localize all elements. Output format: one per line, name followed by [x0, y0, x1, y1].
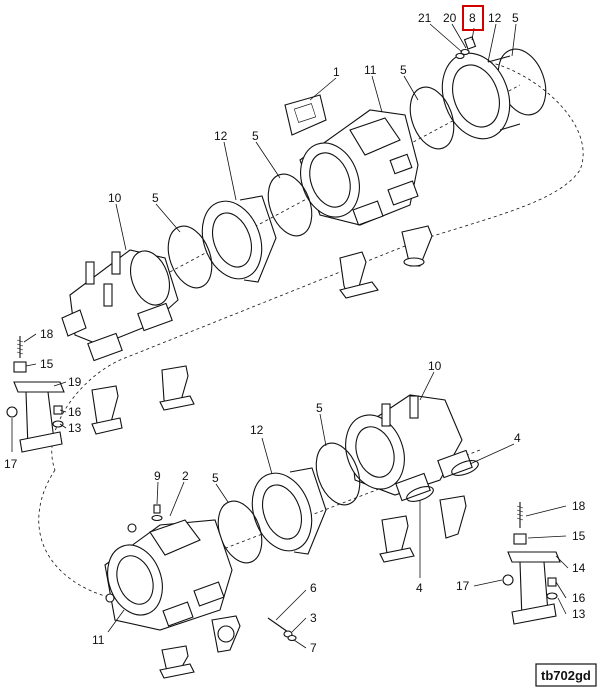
- callout-12-top: 12: [488, 11, 502, 25]
- callout-19: 19: [68, 375, 82, 389]
- callout-6: 6: [310, 581, 317, 595]
- callout-1: 1: [333, 65, 340, 79]
- callout-5-low2: 5: [212, 471, 219, 485]
- callout-15-left: 15: [40, 357, 54, 371]
- seal-ring-5-e: [315, 442, 361, 506]
- seal-ring-5-b: [409, 86, 455, 150]
- callout-2: 2: [182, 469, 189, 483]
- callout-10-top: 10: [108, 191, 122, 205]
- callout-4-low1: 4: [514, 431, 521, 445]
- callout-15-right: 15: [572, 529, 586, 543]
- callout-18-right: 18: [572, 499, 586, 513]
- support-bracket-lower-a: [159, 645, 195, 679]
- leader-lines: [11, 23, 569, 649]
- gasket-4-a: [451, 460, 479, 476]
- seal-ring-5-d: [167, 225, 213, 289]
- exhaust-manifold-10-upper: [61, 249, 179, 362]
- callout-20-top: 20: [443, 11, 457, 25]
- callout-21-top: 21: [418, 11, 432, 25]
- callout-8-top[interactable]: 8: [469, 11, 476, 25]
- support-bracket-upper-c: [159, 365, 195, 411]
- callout-5-mid: 5: [252, 129, 259, 143]
- support-bracket-lower-d: [439, 495, 467, 539]
- assembly-path-axis-upper: [79, 84, 521, 321]
- diagram-code-box: [535, 663, 597, 687]
- bellows-12-mid: [201, 195, 277, 283]
- seal-ring-5-c: [267, 173, 313, 237]
- callout-16-right: 16: [572, 591, 586, 605]
- gasket-1: [284, 94, 327, 136]
- callout-13-left: 13: [68, 421, 82, 435]
- callout-14: 14: [572, 561, 586, 575]
- callout-17-right: 17: [456, 579, 470, 593]
- screw-9: [151, 504, 163, 522]
- exhaust-manifold-10-lower: [345, 394, 473, 502]
- exhaust-manifold-11-lower: [104, 519, 233, 631]
- highlight-box-callout-8: [462, 5, 484, 31]
- assembly-path-upper: [51, 59, 584, 471]
- callout-7: 7: [310, 641, 317, 655]
- callout-4-low2: 4: [416, 581, 423, 595]
- support-bracket-lower-b: [211, 615, 241, 653]
- callout-16-left: 16: [68, 405, 82, 419]
- callout-5-low1: 5: [316, 401, 323, 415]
- callout-18-left: 18: [40, 327, 54, 341]
- bellows-12-low: [251, 467, 327, 555]
- bolt-set-lower: [267, 617, 297, 642]
- callout-3: 3: [310, 611, 317, 625]
- callout-5-top: 5: [400, 63, 407, 77]
- callout-13-right: 13: [572, 607, 586, 621]
- support-bracket-upper-b: [401, 225, 433, 267]
- gasket-4-b: [406, 486, 434, 502]
- callout-9: 9: [154, 469, 161, 483]
- callout-12-mid: 12: [214, 129, 228, 143]
- callout-11-low: 11: [92, 633, 105, 647]
- callout-17-left: 17: [4, 457, 18, 471]
- stud-assembly-left: [6, 336, 65, 453]
- diagram-code: tb702gd: [541, 668, 591, 683]
- support-bracket-upper-d: [91, 385, 123, 435]
- bolt-set-top: [455, 36, 477, 60]
- callout-12-low: 12: [250, 423, 264, 437]
- support-bracket-lower-c: [379, 515, 415, 563]
- callout-10-low: 10: [428, 359, 442, 373]
- callout-5-topright: 5: [512, 11, 519, 25]
- exhaust-manifold-11-upper: [299, 109, 419, 226]
- bellows-12-top: [441, 52, 521, 140]
- support-bracket-upper-a: [339, 251, 379, 299]
- callout-11-top: 11: [364, 63, 377, 77]
- stud-assembly-right: [502, 502, 561, 625]
- callout-5-left: 5: [152, 191, 159, 205]
